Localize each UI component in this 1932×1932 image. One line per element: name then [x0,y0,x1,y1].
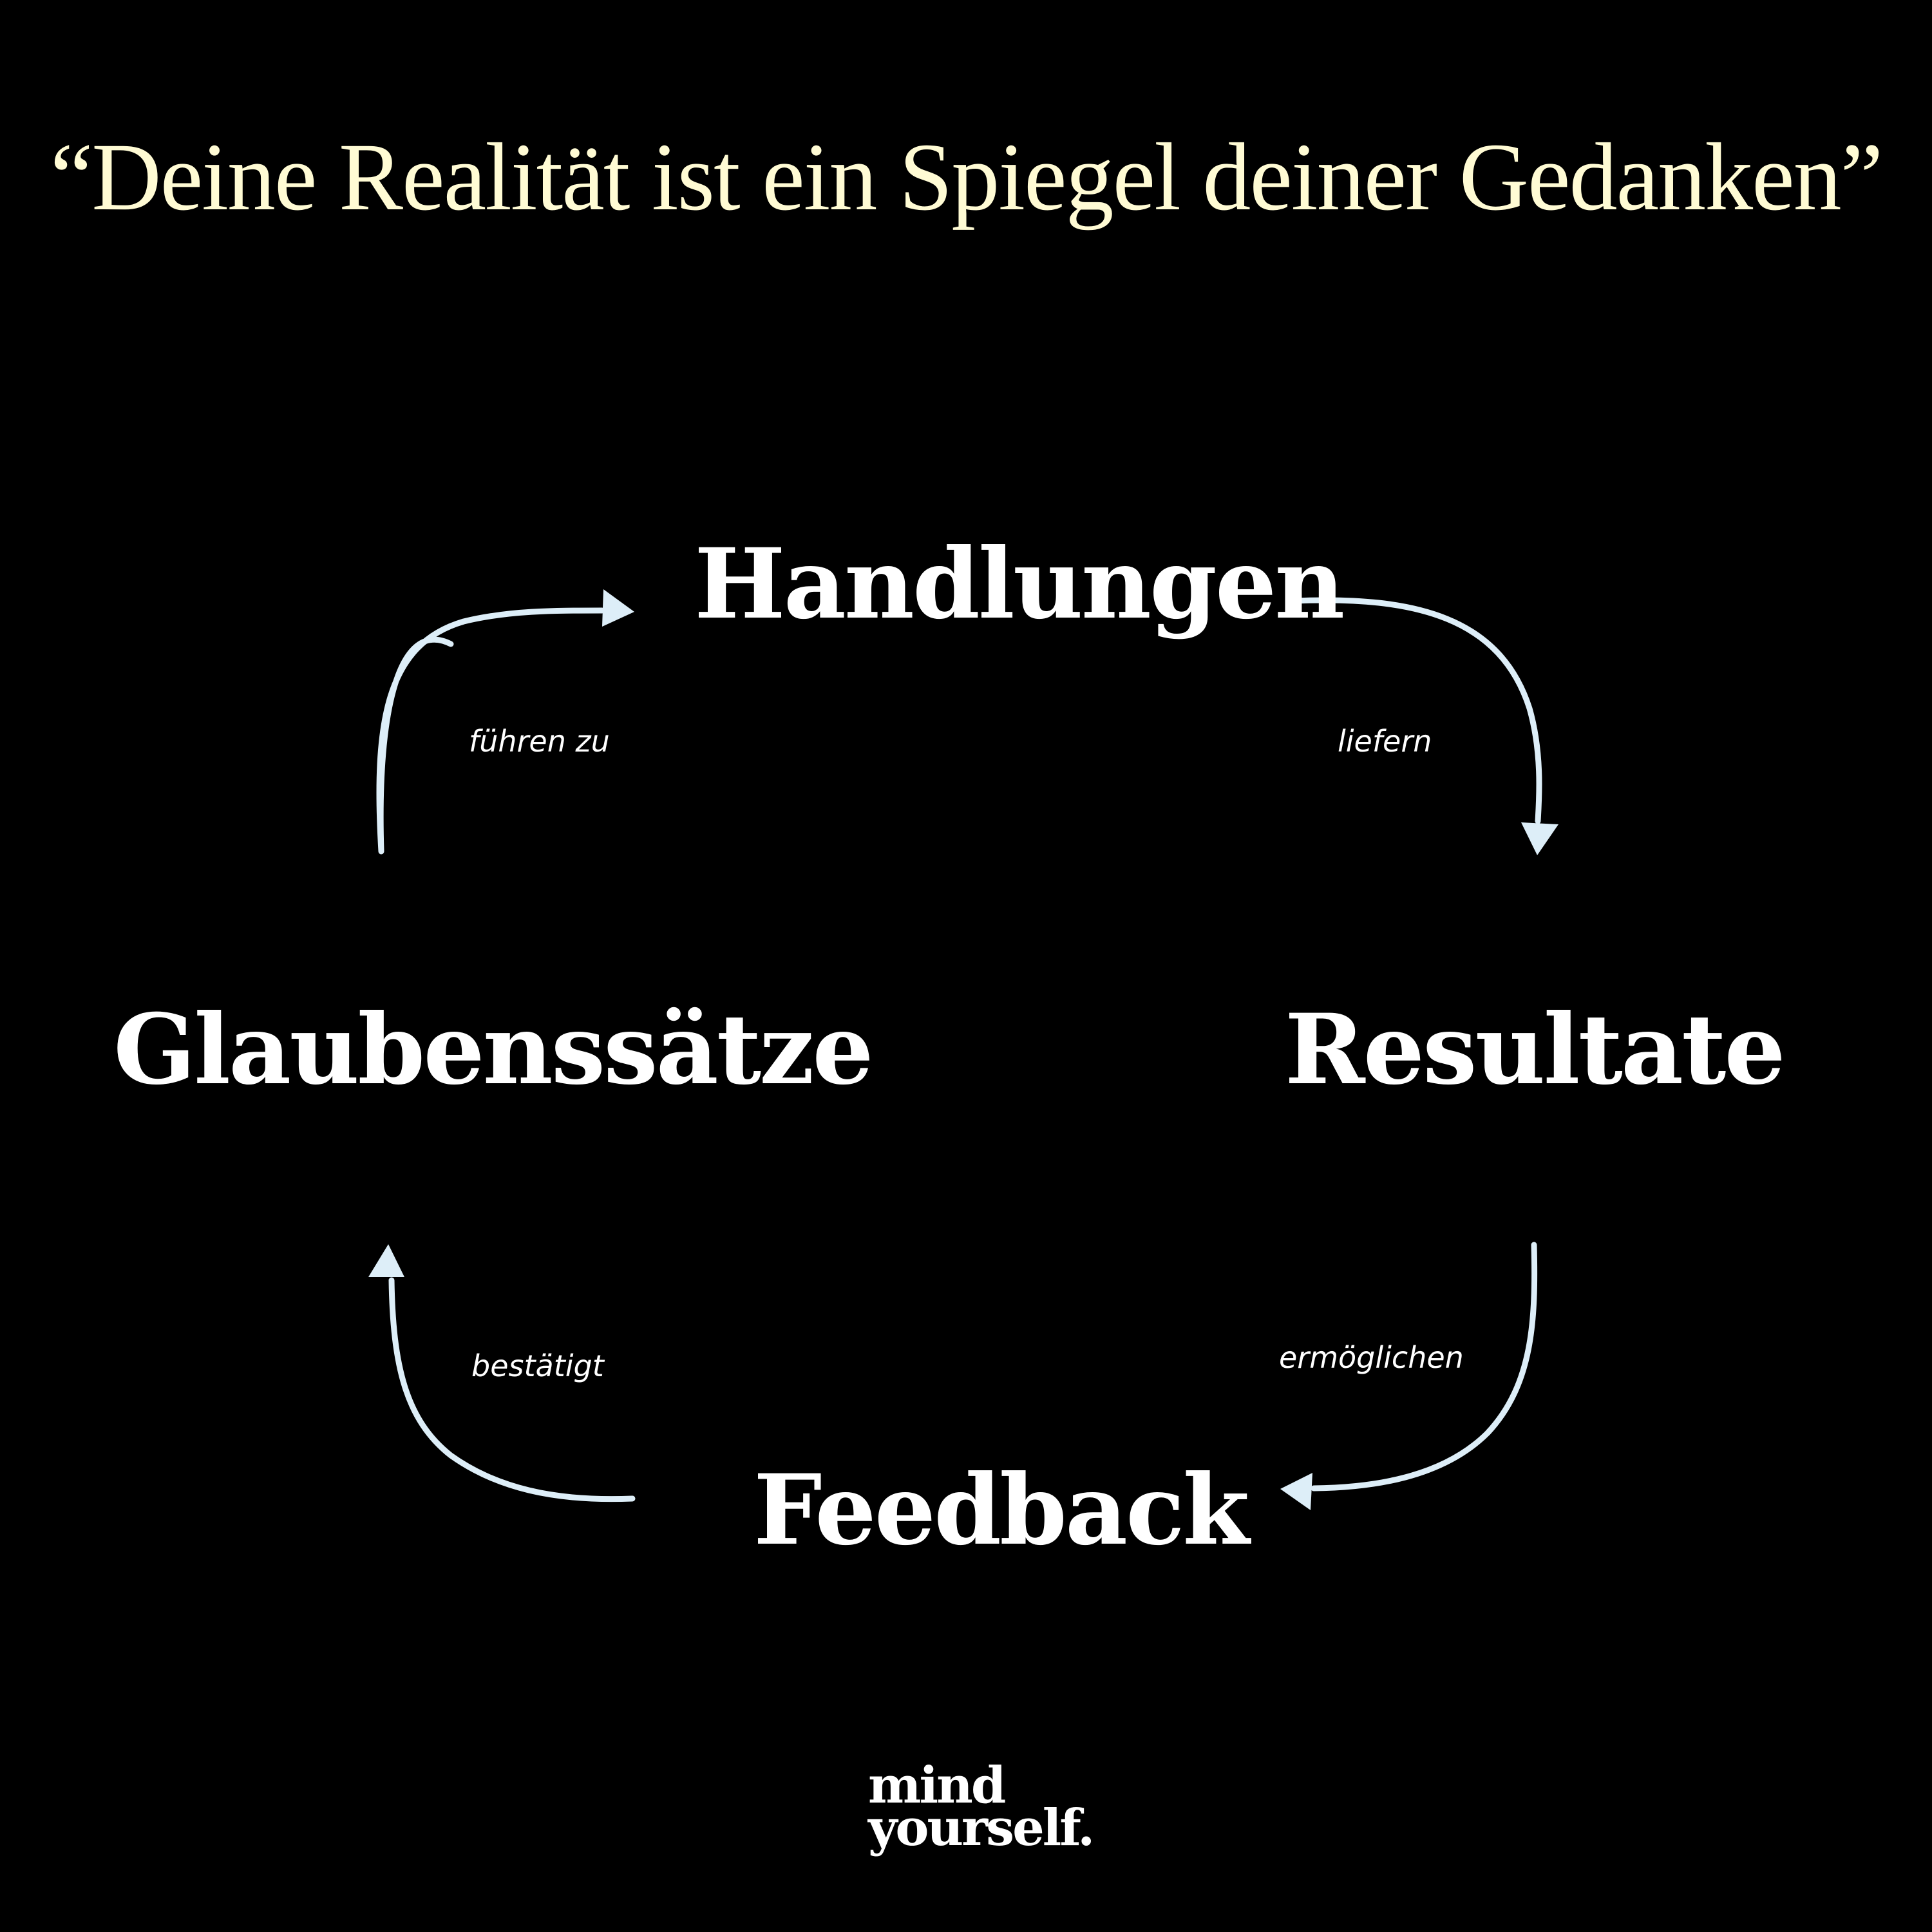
logo-line-yourself: yourself. [868,1799,1095,1858]
arrowhead-fuehren-zu-icon [602,589,634,627]
arrowhead-liefern-icon [1521,822,1558,855]
arrowhead-ermoeglichen-icon [1280,1473,1312,1510]
arrow-ermoeglichen [1311,1242,1538,1492]
arrowhead-bestaetigt-icon [368,1244,404,1277]
arrow-liefern [1291,597,1542,824]
edge-label-liefern: liefern [1338,724,1432,759]
logo-line-mind: mind [868,1756,1006,1815]
arrow-fuehren-zu [376,607,605,855]
quote-title: “Deine Realität ist ein Spiegel deiner G… [50,124,1884,231]
node-resultate: Resultate [1285,993,1786,1106]
edge-label-fuehren-zu: führen zu [469,724,610,759]
node-glaubenssaetze: Glaubenssätze [113,993,874,1106]
edge-label-bestaetigt: bestätigt [471,1349,604,1383]
brand-logo: mind yourself. [868,1756,1095,1858]
edge-label-ermoeglichen: ermöglichen [1279,1340,1464,1375]
arrow-bestaetigt [388,1277,636,1502]
node-feedback: Feedback [753,1454,1249,1567]
node-handlungen: Handlungen [694,527,1345,641]
